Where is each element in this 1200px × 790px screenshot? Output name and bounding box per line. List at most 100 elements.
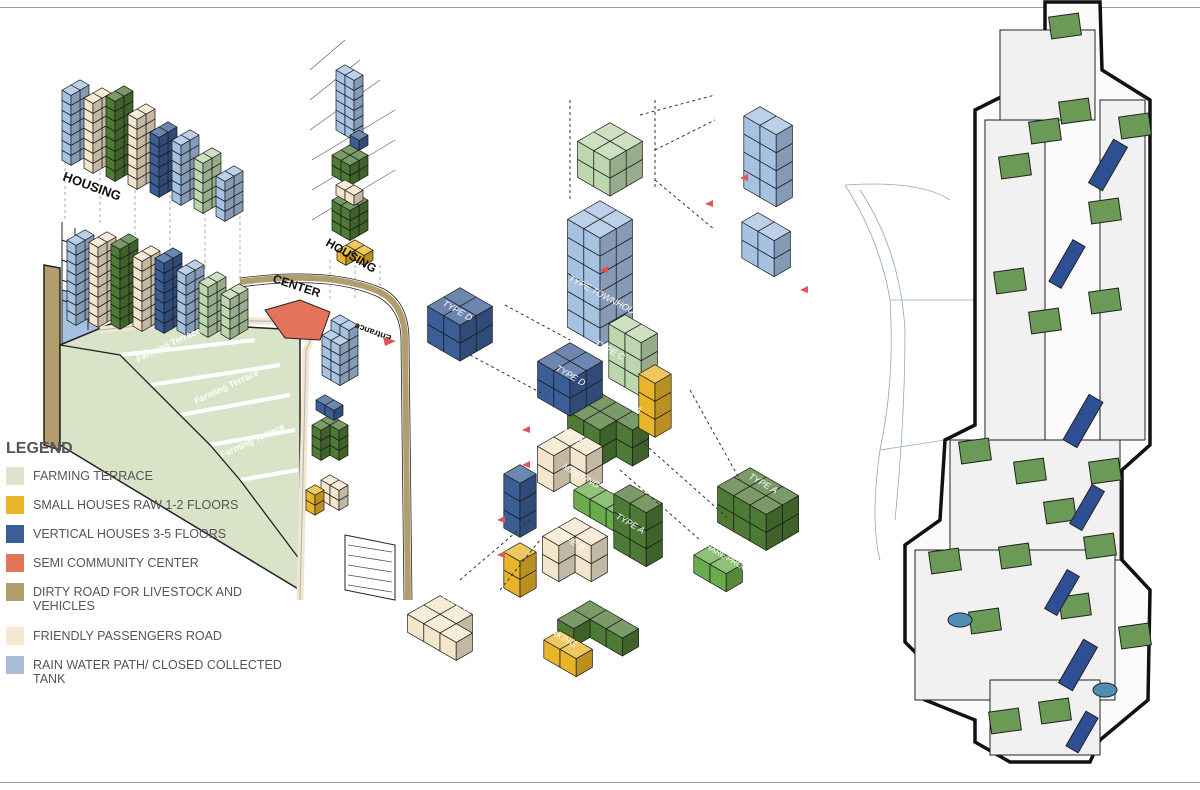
cube [330, 334, 350, 346]
block-blue [349, 129, 369, 151]
solar-panel [1057, 638, 1099, 692]
cube [339, 319, 359, 331]
legend-item: FRIENDLY PASSENGERS ROAD [6, 627, 326, 645]
entry-arrow-icon [522, 426, 530, 433]
ramp-hatch [344, 534, 396, 601]
block-cream [320, 474, 349, 511]
green-roof [1088, 457, 1122, 485]
legend-item: SMALL HOUSES RAW 1-2 FLOORS [6, 496, 326, 514]
cube [709, 554, 743, 575]
block-brightgreen [693, 545, 743, 593]
cube [105, 90, 125, 102]
cube [583, 411, 617, 431]
block-lightblue [743, 106, 793, 208]
cube [305, 484, 325, 496]
context-arch-lines [844, 183, 975, 561]
cube [605, 619, 639, 639]
cube [583, 219, 617, 239]
water-tank [947, 612, 973, 628]
cube [220, 288, 240, 300]
green-roof [968, 607, 1002, 635]
block-green [311, 414, 349, 461]
cube [629, 493, 663, 514]
green-roof [1028, 307, 1062, 335]
green-roof [1048, 12, 1082, 40]
block-lightblue [567, 200, 633, 347]
entry-arrow-icon [522, 461, 530, 468]
block-palegreen [220, 283, 249, 340]
block-green [613, 484, 663, 568]
cube [149, 126, 169, 138]
block-blue [427, 287, 493, 362]
cube [553, 361, 587, 381]
solar-panel [1044, 568, 1080, 617]
terrace-steps [119, 338, 299, 482]
solar-panel [1065, 710, 1099, 754]
cube [757, 221, 791, 242]
solar-panel [1087, 138, 1129, 192]
bottom-border-line [0, 782, 1200, 783]
green-roof [958, 437, 992, 465]
cube [171, 134, 191, 146]
cube [329, 479, 349, 491]
legend-title: LEGEND [6, 440, 73, 457]
green-roof [998, 152, 1032, 180]
block-palegreen [198, 271, 227, 338]
legend-item: SEMI COMMUNITY CENTER [6, 554, 326, 572]
green-roof [1013, 457, 1047, 485]
dirty-road-curve-outline [239, 273, 413, 601]
solar-panel [1069, 483, 1105, 532]
cube [593, 141, 627, 161]
cube [324, 399, 344, 411]
solar-panel [1062, 393, 1104, 449]
green-roof [1038, 697, 1072, 725]
top-border-line [0, 7, 1200, 8]
cube [154, 252, 174, 264]
cube [542, 526, 576, 547]
legend-item: DIRTY ROAD FOR LIVESTOCK AND VEHICLES [6, 583, 326, 613]
block-yellow [543, 630, 593, 678]
entry-arrow-icon [497, 551, 505, 558]
legend-label: RAIN WATER PATH/ CLOSED COLLECTED TANK [33, 658, 282, 686]
cube [559, 639, 593, 660]
block-palegreen [193, 147, 222, 214]
cube [749, 495, 783, 515]
entry-arrow-icon [740, 174, 748, 181]
legend-label: DIRTY ROAD FOR LIVESTOCK AND VEHICLES [33, 585, 243, 613]
legend-swatch [6, 583, 24, 601]
legend-label: FARMING TERRACE [33, 469, 153, 483]
cube [66, 234, 86, 246]
legend-item: VERTICAL HOUSES 3-5 FLOORS [6, 525, 326, 543]
block-lightblue [335, 64, 364, 141]
cube [443, 306, 477, 326]
dirty-road-left-strip [43, 264, 61, 452]
block-palegreen [577, 122, 643, 197]
projection-lines [64, 150, 381, 300]
cube [503, 464, 537, 484]
block-yellow [305, 484, 325, 516]
cube [127, 108, 147, 120]
cube [349, 129, 369, 141]
dirty-road-curve [239, 274, 411, 601]
legend-label: SMALL HOUSES RAW 1-2 FLOORS [33, 498, 239, 512]
legend: LEGEND FARMING TERRACE SMALL HOUSES RAW 1… [6, 440, 326, 697]
cube [176, 264, 196, 276]
block-green [331, 144, 369, 186]
legend-swatch [6, 627, 24, 645]
entry-arrow-icon [497, 516, 505, 523]
green-roof [998, 542, 1032, 570]
terrace-step-edges [59, 344, 301, 561]
block-green [105, 85, 134, 182]
cube [193, 152, 213, 164]
block-yellow [638, 364, 672, 438]
block-cream [542, 517, 608, 583]
cube [329, 419, 349, 431]
cube [311, 419, 331, 431]
cube [88, 236, 108, 248]
cube [557, 609, 591, 630]
cube [110, 238, 130, 250]
legend-swatch [6, 467, 24, 485]
cube [198, 276, 218, 288]
green-roof [1118, 112, 1152, 140]
entrance-arrow-icon [383, 337, 396, 346]
